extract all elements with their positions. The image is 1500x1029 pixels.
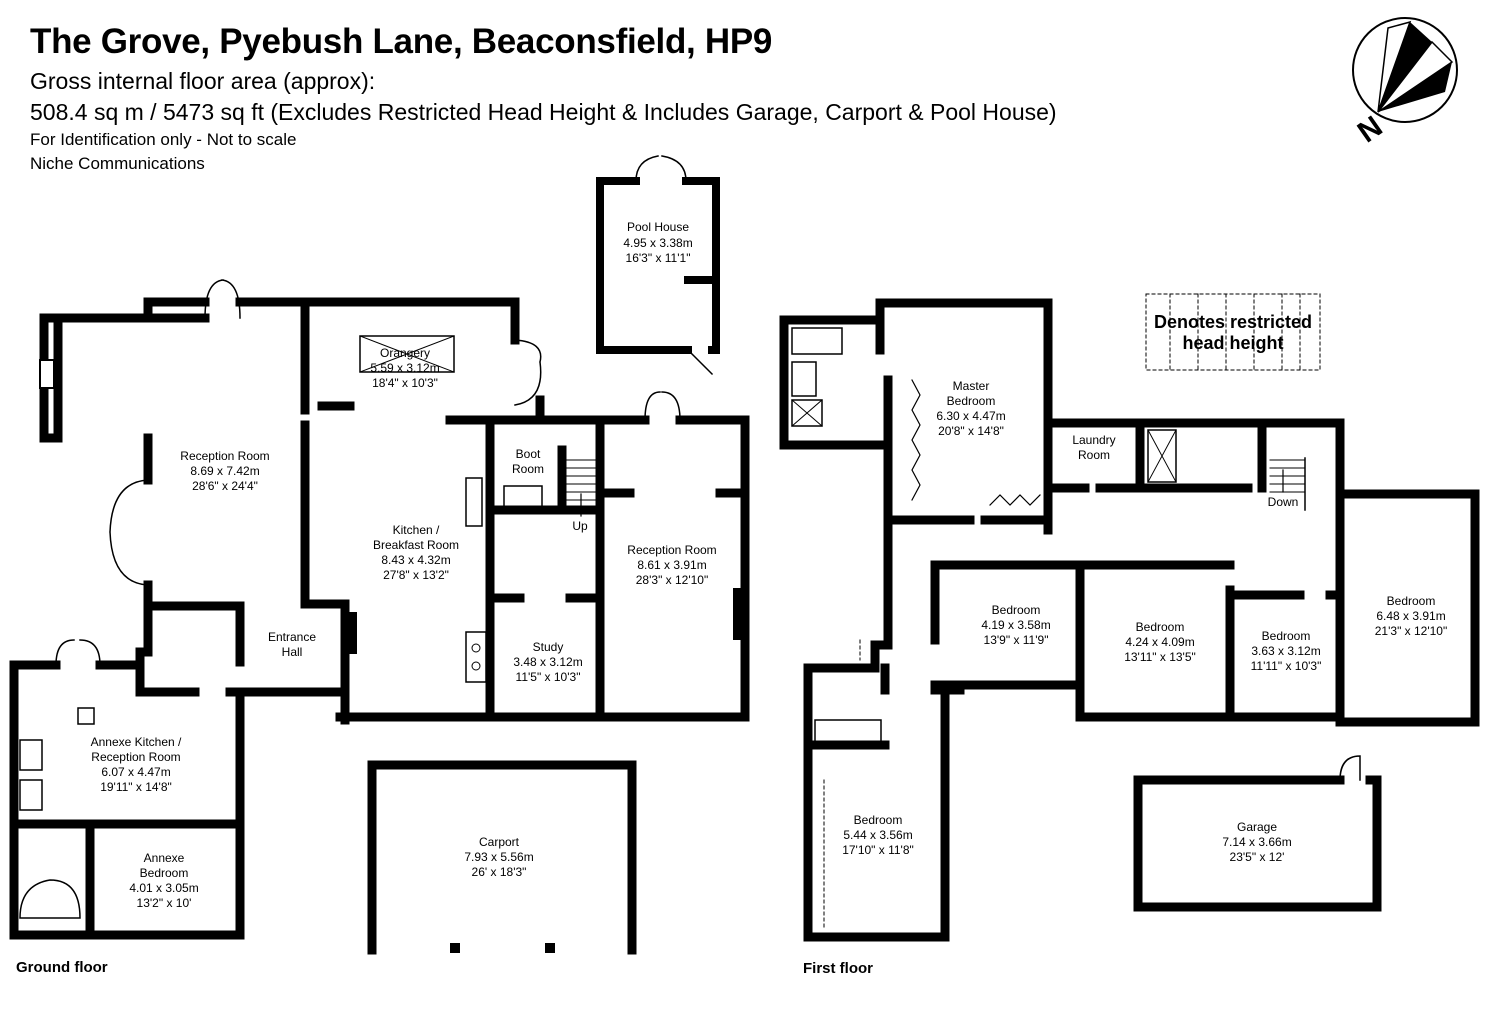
orangery-imperial: 18'4" x 10'3"	[372, 376, 438, 390]
annexe-bedroom-imperial: 13'2" x 10'	[137, 896, 192, 910]
pool-house-label: Pool House	[627, 220, 689, 234]
annexe-bedroom-label-1: Annexe	[144, 851, 185, 865]
boot-room-label-1: Boot	[516, 447, 541, 461]
bedroom-d-label: Bedroom	[1387, 594, 1436, 608]
kitchen-imperial: 27'8" x 13'2"	[383, 568, 449, 582]
bedroom-d-imperial: 21'3" x 12'10"	[1375, 624, 1448, 638]
restricted-height-legend	[1145, 293, 1321, 371]
pool-house-metric: 4.95 x 3.38m	[623, 236, 692, 250]
laundry-room-label-1: Laundry	[1072, 433, 1115, 447]
carport-walls	[367, 760, 637, 955]
legend-line-1: Denotes restricted	[1154, 312, 1312, 332]
reception-room-2-metric: 8.61 x 3.91m	[637, 558, 706, 572]
reception-room-1-label: Reception Room	[180, 449, 269, 463]
master-bedroom-label-2: Bedroom	[947, 394, 996, 408]
bedroom-b-label: Bedroom	[1136, 620, 1185, 634]
bedroom-a-metric: 4.19 x 3.58m	[981, 618, 1050, 632]
bedroom-e-label: Bedroom	[854, 813, 903, 827]
kitchen-label-1: Kitchen /	[393, 523, 440, 537]
orangery-label: Orangery	[380, 346, 430, 360]
entrance-hall-label-2: Hall	[282, 645, 303, 659]
orangery-metric: 5.59 x 3.12m	[370, 361, 439, 375]
bedroom-e-metric: 5.44 x 3.56m	[843, 828, 912, 842]
floor-area-label: Gross internal floor area (approx):	[30, 68, 376, 94]
floor-area-value: 508.4 sq m / 5473 sq ft (Excludes Restri…	[30, 99, 1057, 125]
study-metric: 3.48 x 3.12m	[513, 655, 582, 669]
first-floor-walls	[779, 298, 1480, 942]
compass-label: N	[1352, 110, 1389, 149]
stairs-up-label: Up	[572, 519, 588, 533]
bedroom-a-imperial: 13'9" x 11'9"	[984, 633, 1049, 647]
carport-imperial: 26' x 18'3"	[472, 865, 527, 879]
pool-house-imperial: 16'3" x 11'1"	[626, 251, 691, 265]
page-title: The Grove, Pyebush Lane, Beaconsfield, H…	[30, 22, 773, 61]
annexe-bedroom-metric: 4.01 x 3.05m	[129, 881, 198, 895]
bedroom-b-metric: 4.24 x 4.09m	[1125, 635, 1194, 649]
stairs-down-label: Down	[1268, 495, 1299, 509]
bedroom-c-label: Bedroom	[1262, 629, 1311, 643]
annexe-kitchen-metric: 6.07 x 4.47m	[101, 765, 170, 779]
pool-house-walls	[596, 177, 720, 354]
reception-room-2-imperial: 28'3" x 12'10"	[636, 573, 709, 587]
bedroom-a-label: Bedroom	[992, 603, 1041, 617]
reception-room-1-metric: 8.69 x 7.42m	[190, 464, 259, 478]
master-bedroom-imperial: 20'8" x 14'8"	[938, 424, 1004, 438]
garage-label: Garage	[1237, 820, 1277, 834]
carport-label: Carport	[479, 835, 520, 849]
master-bedroom-metric: 6.30 x 4.47m	[936, 409, 1005, 423]
annexe-kitchen-label-2: Reception Room	[91, 750, 180, 764]
identification-note: For Identification only - Not to scale	[30, 130, 297, 149]
annexe-kitchen-imperial: 19'11" x 14'8"	[100, 780, 172, 794]
annexe-walls	[9, 647, 245, 940]
entrance-hall-label-1: Entrance	[268, 630, 316, 644]
bedroom-e-imperial: 17'10" x 11'8"	[842, 843, 914, 857]
first-floor-label: First floor	[803, 960, 873, 977]
study-imperial: 11'5" x 10'3"	[516, 670, 581, 684]
kitchen-metric: 8.43 x 4.32m	[381, 553, 450, 567]
boot-room-label-2: Room	[512, 462, 544, 476]
kitchen-label-2: Breakfast Room	[373, 538, 459, 552]
laundry-room-label-2: Room	[1078, 448, 1110, 462]
company-name: Niche Communications	[30, 154, 205, 173]
carport-metric: 7.93 x 5.56m	[464, 850, 533, 864]
garage-imperial: 23'5" x 12'	[1230, 850, 1285, 864]
annexe-kitchen-label-1: Annexe Kitchen /	[91, 735, 182, 749]
bedroom-d-metric: 6.48 x 3.91m	[1376, 609, 1445, 623]
study-label: Study	[533, 640, 564, 654]
garage-metric: 7.14 x 3.66m	[1222, 835, 1291, 849]
bedroom-b-imperial: 13'11" x 13'5"	[1124, 650, 1196, 664]
compass-north-arrow-icon	[1352, 17, 1458, 123]
legend-line-2: head height	[1182, 333, 1283, 353]
master-bedroom-label-1: Master	[953, 379, 990, 393]
bedroom-c-imperial: 11'11" x 10'3"	[1251, 659, 1322, 673]
garage-walls	[1133, 775, 1382, 912]
annexe-bedroom-label-2: Bedroom	[140, 866, 189, 880]
bedroom-c-metric: 3.63 x 3.12m	[1251, 644, 1320, 658]
ground-floor-label: Ground floor	[16, 959, 108, 976]
reception-room-2-label: Reception Room	[627, 543, 716, 557]
reception-room-1-imperial: 28'6" x 24'4"	[192, 479, 258, 493]
